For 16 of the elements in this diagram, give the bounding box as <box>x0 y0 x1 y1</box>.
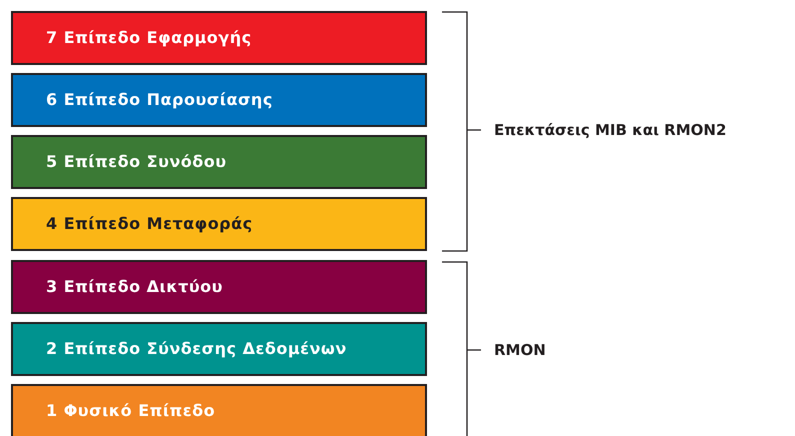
layer-label: 1 Φυσικό Επίπεδο <box>46 400 216 422</box>
layer-label: 4 Επίπεδο Μεταφοράς <box>46 213 253 235</box>
bracket-label: Επεκτάσεις MIB και RMON2 <box>494 120 726 141</box>
layer-label: 2 Επίπεδο Σύνδεσης Δεδομένων <box>46 338 347 360</box>
layer-box <box>11 135 427 189</box>
layer-label: 3 Επίπεδο Δικτύου <box>46 276 223 298</box>
layer-box <box>11 73 427 127</box>
layer-box <box>11 11 427 65</box>
bracket-label: RMON <box>494 340 546 361</box>
layer-box <box>11 384 427 436</box>
layer-label: 5 Επίπεδο Συνόδου <box>46 151 227 173</box>
layer-box <box>11 322 427 376</box>
layer-label: 6 Επίπεδο Παρουσίασης <box>46 89 273 111</box>
layer-box <box>11 197 427 251</box>
layer-box <box>11 260 427 314</box>
layer-label: 7 Επίπεδο Εφαρμογής <box>46 27 252 49</box>
